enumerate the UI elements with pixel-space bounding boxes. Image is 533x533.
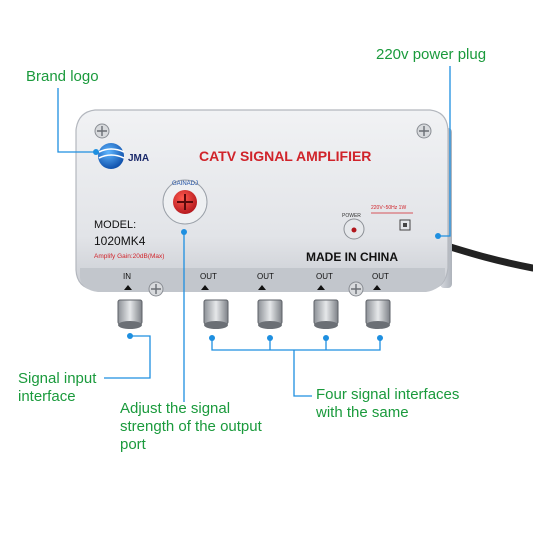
port-out-3-connector: [313, 299, 339, 329]
brand-name: JMA: [128, 153, 149, 164]
callout-signal-input: Signal input interface: [18, 370, 97, 405]
leader-brand-logo: [57, 88, 96, 153]
model-number: 1020MK4: [94, 234, 146, 248]
power-rating: 220V~50Hz 1W: [371, 205, 406, 211]
port-out-2-connector: [257, 299, 283, 329]
screw-top-left: [94, 123, 110, 139]
callout-brand-logo: Brand logo: [26, 68, 99, 85]
leader-four-interfaces: [293, 350, 312, 397]
port-out-4-connector: [365, 299, 391, 329]
knob-brand: GAINADJ: [172, 181, 198, 187]
leader-signal-input: [104, 335, 151, 379]
screw-bottom-left: [148, 281, 164, 297]
model-label: MODEL:: [94, 219, 136, 231]
port-out-1-connector: [203, 299, 229, 329]
screw-top-right: [416, 123, 432, 139]
brand-logo: JMA: [98, 143, 149, 169]
leader-outputs-bus: [211, 338, 381, 351]
amplifier-body: [75, 109, 452, 292]
callout-power-plug: 220v power plug: [376, 46, 487, 63]
leader-dots: [93, 149, 441, 341]
callout-four-interfaces: Four signal interfaces with the same: [316, 386, 460, 421]
device-title: CATV SIGNAL AMPLIFIER: [199, 148, 371, 164]
port-label-in: IN: [123, 272, 131, 281]
port-label-out-4: OUT: [372, 272, 389, 281]
power-label: POWER: [342, 213, 361, 219]
port-in-connector: [117, 299, 143, 329]
gain-knob: GAINADJ: [162, 179, 208, 225]
power-indicator: POWER: [342, 213, 365, 240]
made-in-label: MADE IN CHINA: [306, 250, 398, 264]
port-label-out-2: OUT: [257, 272, 274, 281]
port-label-out-1: OUT: [200, 272, 217, 281]
gain-text: Amplify Gain:20dB(Max): [94, 253, 164, 260]
callout-adjust-signal: Adjust the signal strength of the output…: [120, 400, 262, 453]
screw-bottom-right: [348, 281, 364, 297]
leader-power-plug: [438, 66, 451, 237]
port-label-out-3: OUT: [316, 272, 333, 281]
